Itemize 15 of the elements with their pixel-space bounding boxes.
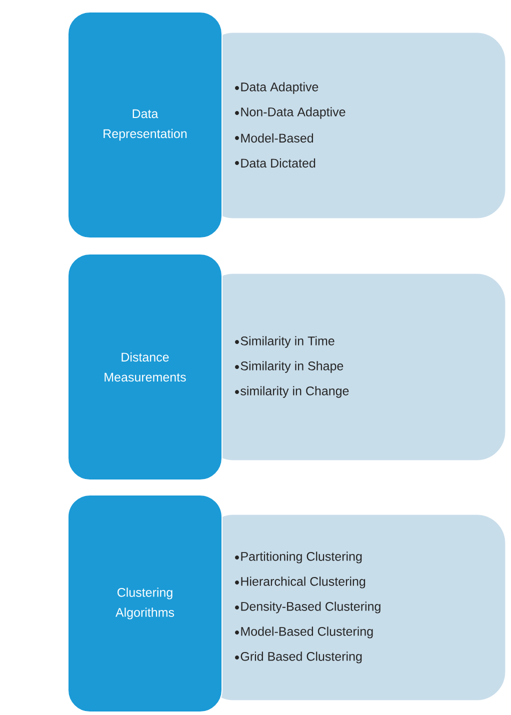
list-item: Similarity in Shape xyxy=(240,361,344,373)
list-item: similarity in Change xyxy=(240,386,349,398)
list-item: Density-Based Clustering xyxy=(241,602,380,614)
list-item: Hierarchical Clustering xyxy=(241,576,366,588)
list-item: Similarity in Time xyxy=(240,336,334,348)
list-item: Partitioning Clustering xyxy=(241,552,362,564)
list-item: Model-Based Clustering xyxy=(241,626,373,638)
heading-box: Clustering Algorithms xyxy=(68,494,222,712)
heading-box: Data Representation xyxy=(68,12,222,238)
heading-box: Distance Measurements xyxy=(68,254,222,480)
list-item: Data Adaptive xyxy=(241,82,318,94)
list-item: Non-Data Adaptive xyxy=(241,107,346,119)
list-item: Model-Based xyxy=(241,133,314,143)
list-item: Data Dictated xyxy=(241,158,316,168)
list-item: Grid Based Clustering xyxy=(240,652,362,664)
